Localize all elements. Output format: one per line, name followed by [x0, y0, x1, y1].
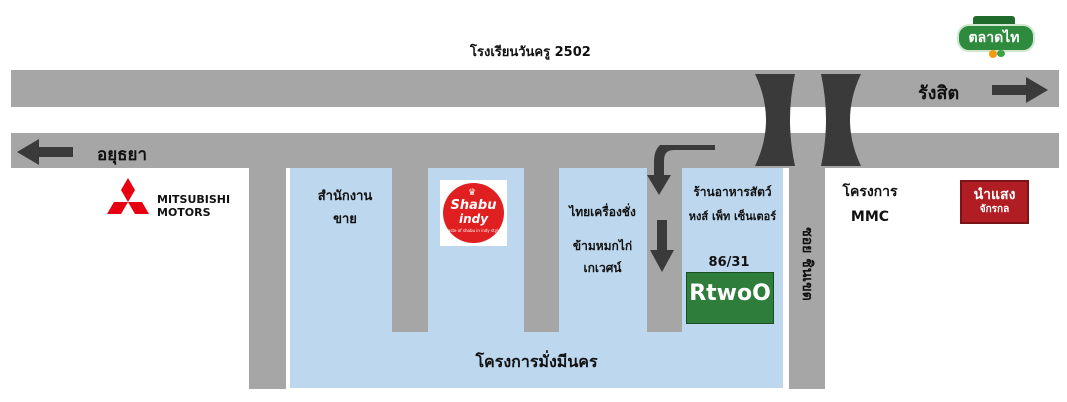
arrow-left-icon [17, 139, 73, 165]
thai-krueng-sing-label: ไทยเครื่องชั่ง [569, 205, 636, 219]
left-side-road [249, 168, 286, 389]
numsaeng-line1: นำแสง [973, 187, 1016, 203]
soi-label: ซอย ชินเขต [799, 227, 815, 301]
lower-road [11, 133, 1059, 168]
pet-restaurant-line2: หงส์ เพ็ท เซ็นเตอร์ [688, 210, 777, 223]
school-label: โรงเรียนวันครู 2502 [470, 45, 591, 60]
to-ayutthaya-label: อยุธยา [97, 145, 148, 165]
market-logo: ตลาดไท [955, 16, 1035, 58]
sales-office-line2: ขาย [333, 212, 357, 227]
mmc-project-line2: MMC [850, 209, 890, 225]
interchange-shape [755, 74, 861, 166]
project-name: โครงการมั่งมีนคร [475, 352, 598, 371]
mitsubishi-logo-icon [107, 178, 149, 214]
address-number: 86/31 [708, 255, 750, 270]
pet-restaurant-line1: ร้านอาหารสัตว์ [693, 185, 772, 199]
shabu-logo-circle [443, 183, 504, 243]
crown-icon: ♛ [468, 188, 477, 198]
mitsubishi-name-line2: MOTORS [157, 206, 211, 219]
down-arrow-icon [650, 220, 674, 272]
mitsubishi-name-line1: MITSUBISHI [157, 193, 231, 206]
shabu-logo-tagline: taste of shabu in indy style [446, 228, 501, 233]
rtwo-logo-text: RtwoO [689, 281, 771, 306]
sales-office-line1: สำนักงาน [317, 189, 373, 204]
rtwo-logo: RtwoO [686, 272, 774, 324]
market-dot-icon [989, 50, 997, 58]
turn-arrow-icon [647, 145, 715, 195]
shabu-logo-line2: indy [458, 212, 489, 226]
cross-label-line1: ข้ามหมกไก่ [572, 239, 633, 253]
market-roof-icon [973, 16, 1015, 26]
arrow-right-icon [992, 77, 1048, 103]
market-logo-text: ตลาดไท [968, 30, 1020, 46]
numsaeng-line2: จักรกล [979, 204, 1010, 215]
shabu-logo-line1: Shabu [450, 198, 497, 213]
cross-label-line2: เกเวศน์ [583, 261, 622, 275]
inner-road-1-overlay [392, 168, 428, 332]
numsaeng-logo: นำแสง จักรกล [960, 180, 1029, 224]
to-rangsit-label: รังสิต [918, 83, 960, 104]
soi-road [789, 168, 825, 389]
inner-road-2-overlay [524, 168, 559, 332]
upper-road [11, 70, 1059, 107]
market-leaf-icon [997, 50, 1005, 57]
shabu-indy-logo: ♛ Shabu indy taste of shabu in indy styl… [440, 180, 507, 246]
mmc-project-line1: โครงการ [842, 184, 898, 200]
